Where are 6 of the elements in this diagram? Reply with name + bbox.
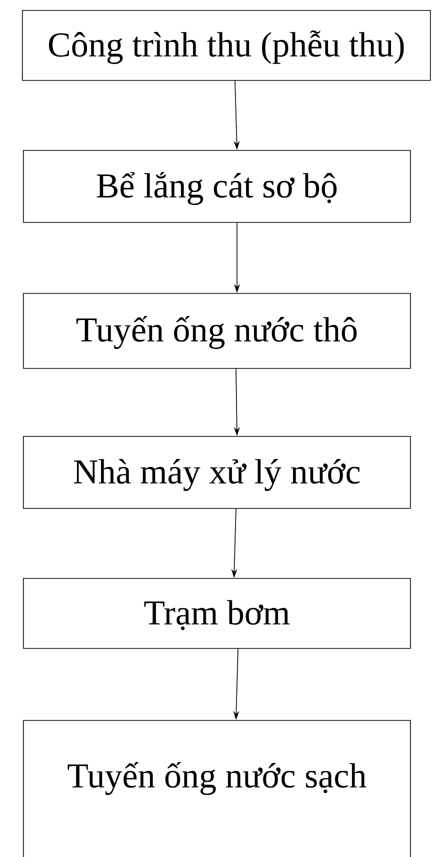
process-box: Trạm bơm [23, 578, 411, 649]
process-box: Tuyến ống nước thô [23, 293, 411, 369]
process-box: Công trình thu (phễu thu) [22, 10, 431, 81]
process-box: Tuyến ống nước sạch [23, 720, 411, 857]
process-box: Bể lắng cát sơ bộ [23, 150, 411, 223]
process-box: Nhà máy xử lý nước [23, 436, 411, 509]
